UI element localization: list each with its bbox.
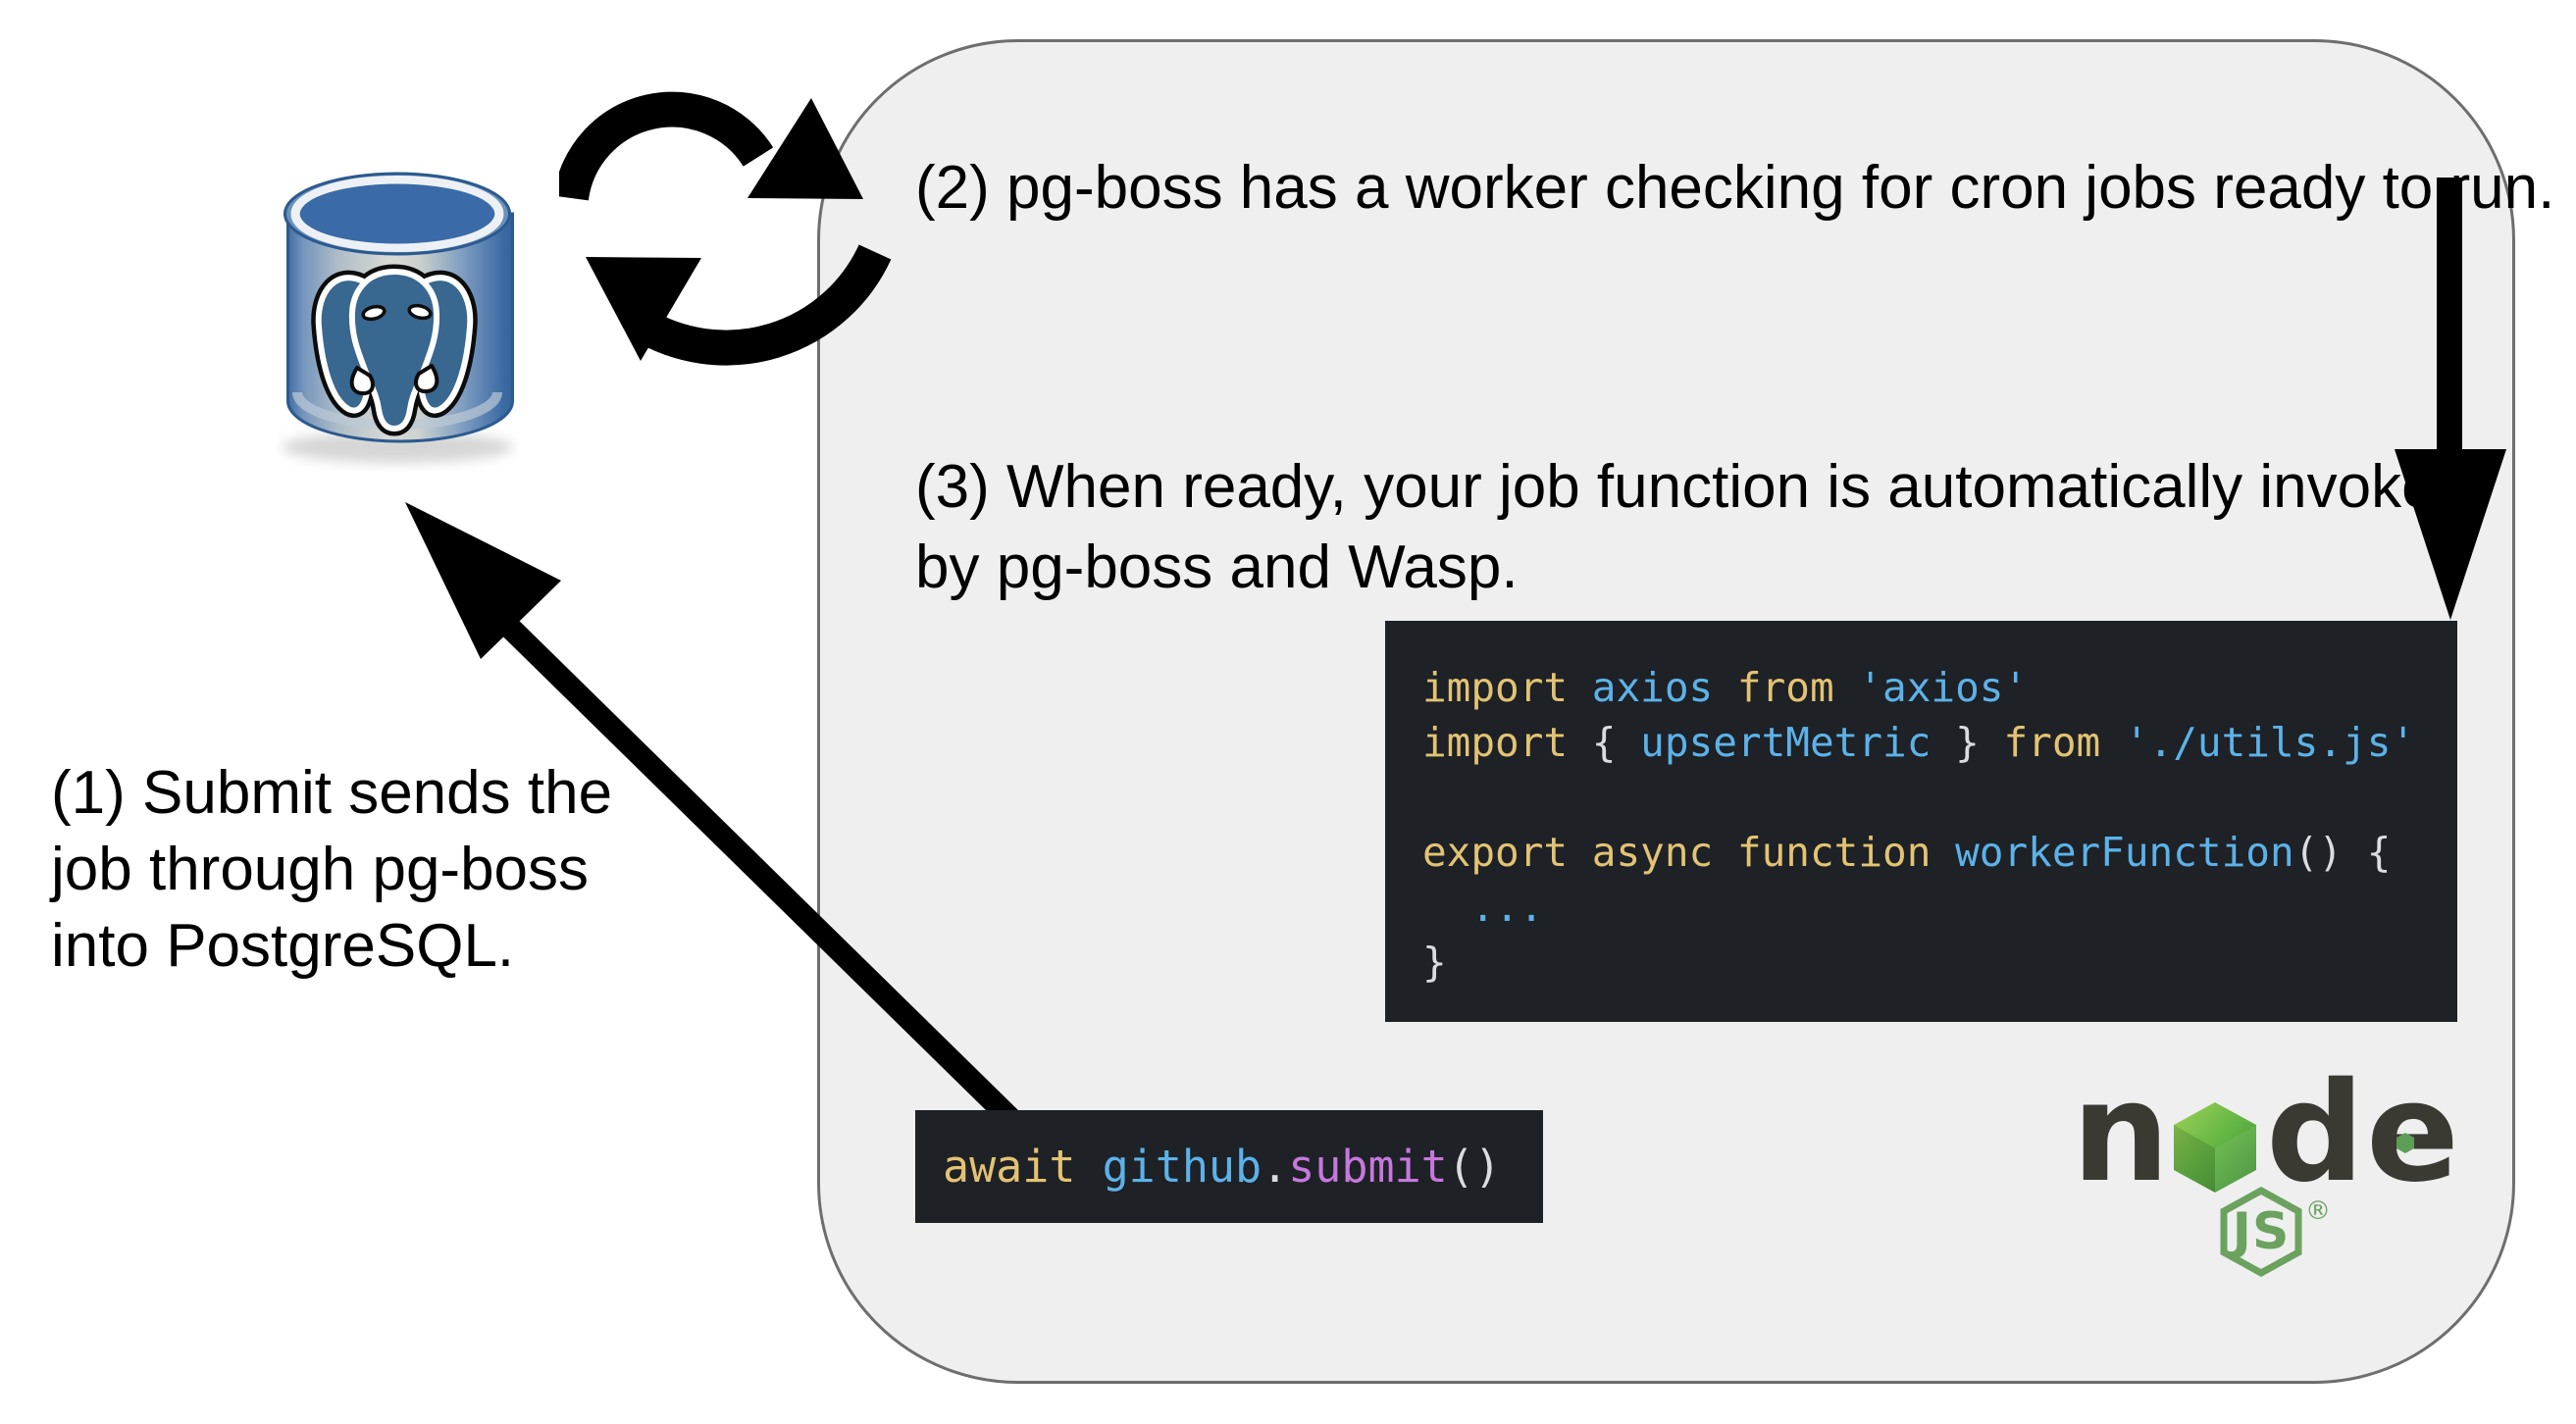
worker-code-block: import axios from 'axios'import { upsert… [1385, 621, 2457, 1022]
postgres-elephant-icon [311, 264, 478, 436]
node-registered-mark: ® [2305, 1196, 2331, 1226]
code-token: await [943, 1141, 1103, 1193]
code-token: 'axios' [1858, 664, 2029, 711]
node-e-hexagon-icon [2396, 1133, 2414, 1153]
code-token: from [2003, 719, 2125, 766]
sync-icon [559, 91, 892, 366]
submit-code-block: await github.submit() [915, 1110, 1543, 1223]
node-hexagon-icon [2174, 1102, 2256, 1193]
code-line: } [1422, 935, 2457, 990]
step3-label: (3) When ready, your job function is aut… [915, 453, 2470, 601]
node-js-badge: JS [2219, 1187, 2303, 1277]
code-token: } [1422, 939, 1447, 986]
code-token: import [1422, 719, 1592, 766]
code-token: ... [1422, 884, 1544, 931]
step2-label: (2) pg-boss has a worker checking for cr… [915, 154, 2555, 222]
code-token: import [1422, 664, 1592, 711]
code-token: axios [1591, 664, 1737, 711]
code-token: github [1102, 1141, 1262, 1193]
code-token: { [1591, 719, 1641, 766]
code-token: function [1736, 829, 1956, 876]
node-js-badge-label: JS [2232, 1202, 2291, 1261]
code-token: upsertMetric [1640, 719, 1932, 766]
node-letter-d: d [2266, 1053, 2365, 1213]
code-token: './utils.js' [2124, 719, 2416, 766]
node-js-badge-hexagon-icon [2220, 1187, 2302, 1277]
code-token: workerFunction [1955, 829, 2294, 876]
code-line: export async function workerFunction() { [1422, 825, 2457, 880]
down-arrow-icon [2395, 178, 2506, 620]
code-token: () [1447, 1141, 1501, 1193]
diagonal-arrow-icon [405, 502, 1037, 1144]
code-line [1422, 770, 2457, 825]
nodejs-logo: n d e JS ® [2072, 1042, 2464, 1326]
node-letter-n: n [2072, 1053, 2170, 1213]
code-token: () { [2293, 829, 2392, 876]
postgresql-database-icon [282, 172, 514, 463]
code-token: export [1422, 829, 1592, 876]
code-line: import { upsertMetric } from './utils.js… [1422, 715, 2457, 770]
node-letter-e: e [2366, 1053, 2459, 1213]
code-token: } [1931, 719, 2004, 766]
code-token: submit [1288, 1141, 1448, 1193]
code-token: from [1736, 664, 1859, 711]
code-line: import axios from 'axios' [1422, 660, 2457, 715]
code-token: async [1591, 829, 1737, 876]
code-token: . [1262, 1141, 1289, 1193]
code-line: await github.submit() [943, 1141, 1543, 1193]
step1-label: (1) Submit sends the job through pg-boss… [51, 759, 613, 980]
code-line: ... [1422, 880, 2457, 935]
